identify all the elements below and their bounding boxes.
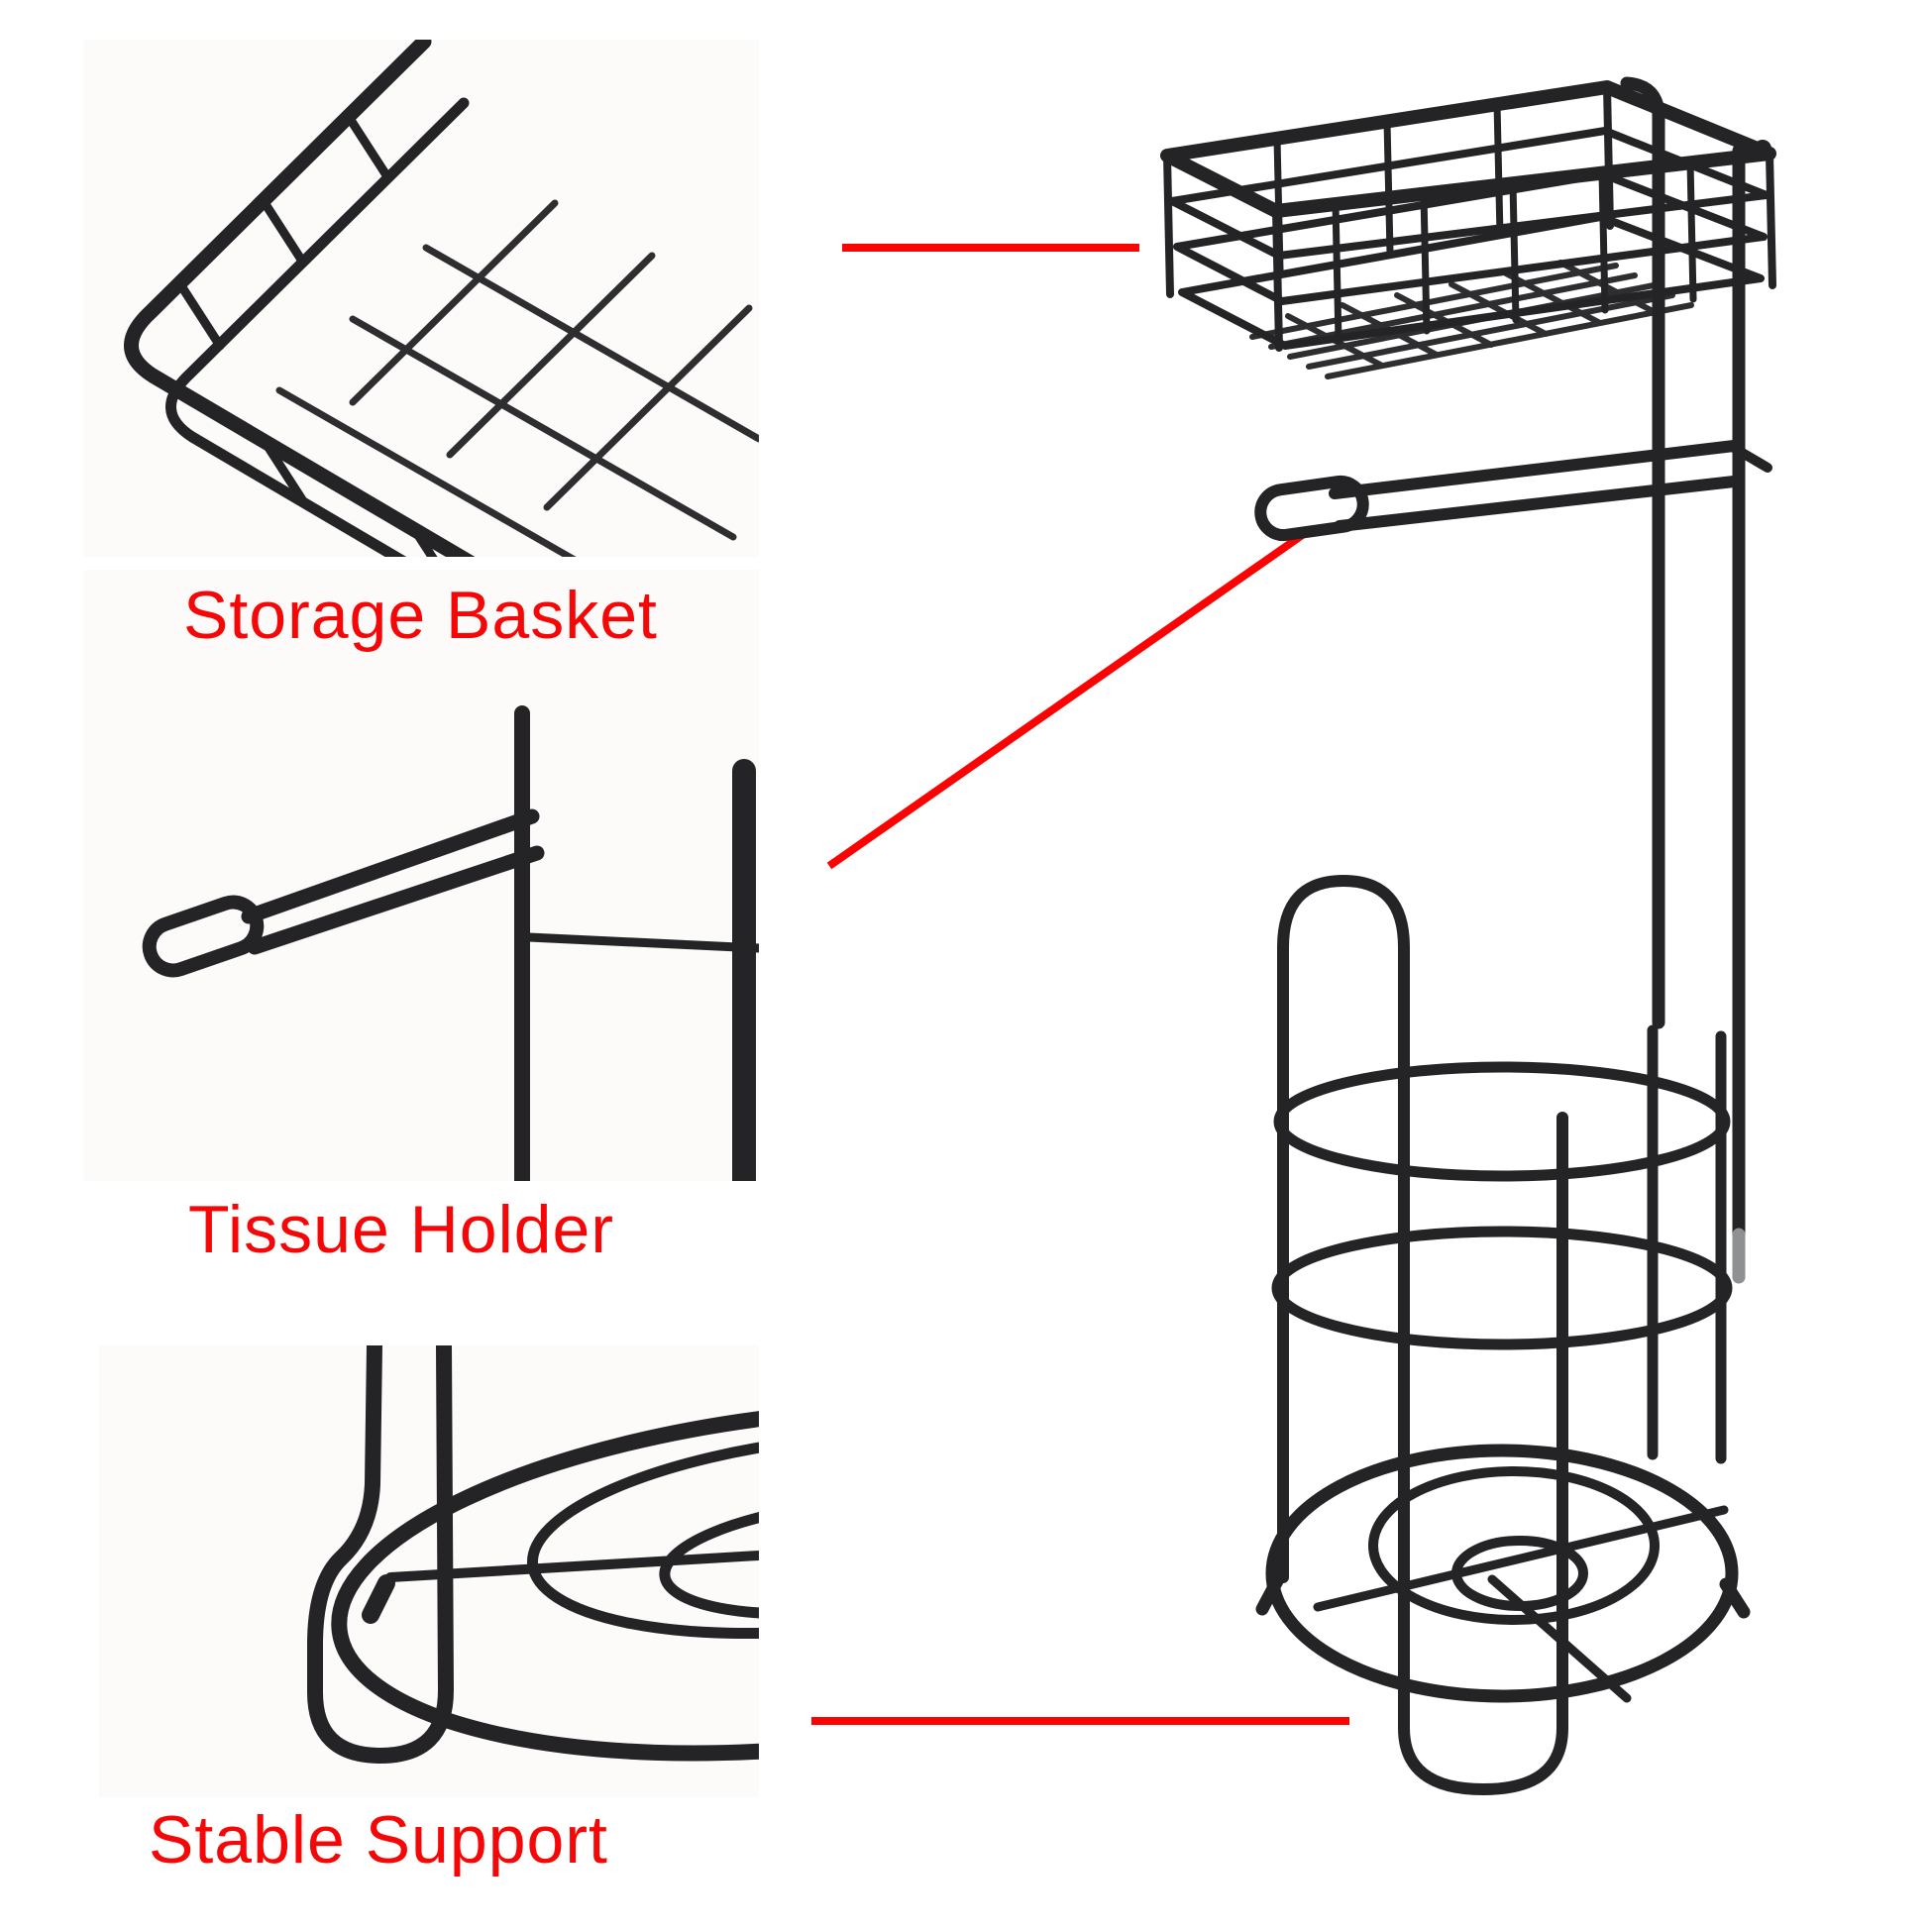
base-center-ring-icon: [1451, 1536, 1588, 1611]
arm-hook-tip-icon: [1254, 475, 1369, 542]
callout-lines: [811, 244, 1349, 1725]
basket-floor-grid-icon: [275, 199, 759, 557]
product-poles: [1620, 76, 1746, 1284]
rim-end-cap-icon: [1754, 140, 1771, 158]
product-tissue-holder-arm: [1254, 440, 1772, 542]
base-spoke-wire-icon: [1313, 1505, 1729, 1612]
holder-arm-upper-tube-icon: [241, 808, 540, 924]
storage-basket-detail-photo: [84, 40, 759, 557]
photo-background: [84, 570, 759, 1181]
basket-lower-rim-icon: [165, 97, 470, 557]
tissue-holder-detail-photo: [84, 570, 759, 1181]
foot-loop-wire-icon: [307, 1345, 454, 1764]
cage-middle-ring-icon: [1271, 1226, 1733, 1350]
product-storage-basket: [1160, 80, 1776, 379]
base-outer-ring-icon: [1265, 1444, 1739, 1703]
main-product-photo: [1160, 76, 1776, 1795]
basket-top-rim-icon: [124, 40, 476, 557]
cage-guide-loop-and-foot-icon: [1277, 875, 1568, 1795]
holder-arm-lower-tube-icon: [247, 845, 545, 955]
tissue-holder-label: Tissue Holder: [188, 1192, 614, 1267]
base-center-ring-icon: [659, 1495, 759, 1620]
back-pole-icon: [1620, 76, 1665, 1029]
base-outer-ring-icon: [331, 1399, 759, 1762]
rubber-foot-icon: [362, 1574, 395, 1624]
holder-arm-hook-tip-icon: [142, 895, 265, 978]
arm-lower-tube-icon: [1334, 476, 1740, 532]
product-basket-vertical-wires-icon: [1273, 100, 1697, 345]
rubber-foot-icon: [1719, 1577, 1751, 1619]
arm-upper-tube-icon: [1329, 440, 1740, 499]
storage-basket-label: Storage Basket: [183, 578, 658, 653]
stable-support-label: Stable Support: [149, 1802, 608, 1878]
product-roll-reserve-cage: [1255, 875, 1751, 1795]
base-inner-ring-icon: [1368, 1466, 1660, 1625]
rubber-foot-icon: [1255, 1572, 1285, 1616]
product-basket-corner-posts-icon: [1163, 83, 1776, 352]
arm-bracket-icon: [1729, 443, 1772, 473]
callout-line-tissue-holder: [826, 525, 1314, 870]
crossbar-wire-icon: [524, 932, 759, 953]
stable-support-detail-photo: [99, 1345, 759, 1797]
